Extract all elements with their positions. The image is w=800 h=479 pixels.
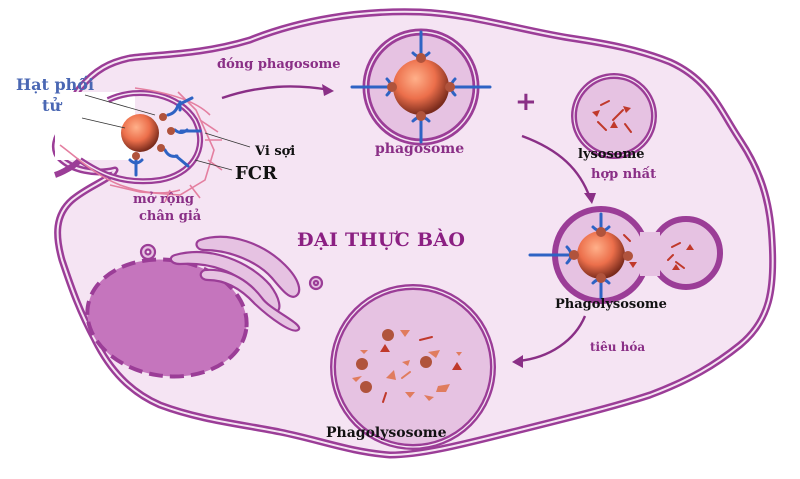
- phagocytic-cup: [54, 87, 251, 203]
- ligand-icon: [569, 227, 633, 283]
- debris-icon: [352, 329, 462, 403]
- fc-receptor-icon: [128, 96, 202, 177]
- arrow-closing: [221, 84, 334, 100]
- label-particle-line2: tử: [42, 96, 62, 115]
- label-fusion: hợp nhất: [591, 167, 657, 182]
- label-microfilament: Vi sợi: [255, 144, 296, 159]
- label-phagolysosome-2: Phagolysosome: [326, 425, 447, 441]
- label-pseudopod-line1: mở rộng: [133, 192, 195, 207]
- arrow-digestion: [512, 315, 587, 368]
- pseudopod-membrane-inner: [79, 92, 201, 182]
- label-digestion: tiêu hóa: [590, 340, 646, 354]
- label-lysosome: lysosome: [578, 147, 645, 162]
- enzyme-icon: [592, 100, 632, 133]
- phagosome: [350, 28, 492, 146]
- ligand-icon: [387, 53, 455, 121]
- lysosome: [571, 73, 657, 159]
- particle: [121, 114, 159, 152]
- plus-sign: +: [515, 87, 537, 117]
- phagolysosome-fusing: [528, 206, 723, 304]
- phagolysosome-digested: [330, 284, 496, 450]
- label-closing-phagosome: đóng phagosome: [217, 57, 341, 72]
- leader-lines: [81, 94, 251, 171]
- label-fcr: FCR: [235, 163, 278, 184]
- label-pseudopod-line2: chân giả: [139, 209, 202, 224]
- label-phagolysosome-1: Phagolysosome: [555, 297, 667, 312]
- cup-opening: [55, 92, 135, 160]
- arrow-fusion: [521, 134, 596, 204]
- page-title: ĐẠI THỰC BÀO: [297, 229, 466, 251]
- ligand-icon: [132, 113, 175, 160]
- fc-receptor-icon: [350, 30, 492, 144]
- label-particle-line1: Hạt phối: [16, 75, 95, 94]
- label-phagosome: phagosome: [375, 141, 465, 157]
- golgi-apparatus: [139, 235, 324, 332]
- enzyme-icon: [623, 234, 694, 270]
